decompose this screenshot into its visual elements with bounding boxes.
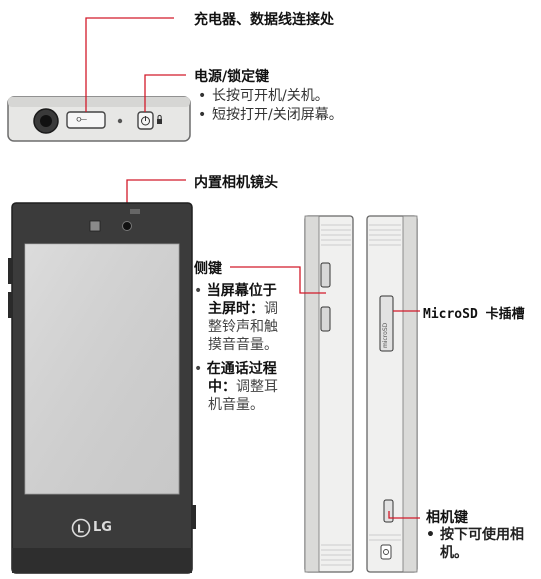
usb-icon: ⟜ xyxy=(76,111,88,127)
label-microsd-slot: MicroSD 卡插槽 xyxy=(423,307,525,322)
svg-text:L: L xyxy=(77,523,84,536)
brand-logo: LG xyxy=(93,520,112,535)
label-front-camera: 内置相机镜头 xyxy=(194,175,278,191)
front-phone-illustration: L xyxy=(8,202,196,574)
label-camera-key: 相机键 xyxy=(426,510,468,526)
label-power-key: 电源/锁定键 xyxy=(194,69,270,85)
power-note-1: •长按可开机/关机。 xyxy=(198,88,329,104)
camera-key-note: •按下可使用相 机。 xyxy=(426,527,524,561)
top-device-illustration xyxy=(7,96,191,142)
side-phone-illustration-right xyxy=(366,215,418,573)
side-keys-note-1: • 当屏幕位于 主屏时：调 整铃声和触 摸音音量。 xyxy=(194,283,278,353)
power-note-2: •短按打开/关闭屏幕。 xyxy=(198,107,343,123)
side-keys-note-2: • 在通话过程 中：调整耳 机音量。 xyxy=(194,361,278,413)
microsd-slot-label: microSD xyxy=(382,322,389,348)
label-side-keys: 侧键 xyxy=(194,261,222,277)
side-phone-illustration-left xyxy=(304,215,354,573)
label-charger-port: 充电器、数据线连接处 xyxy=(194,12,334,28)
